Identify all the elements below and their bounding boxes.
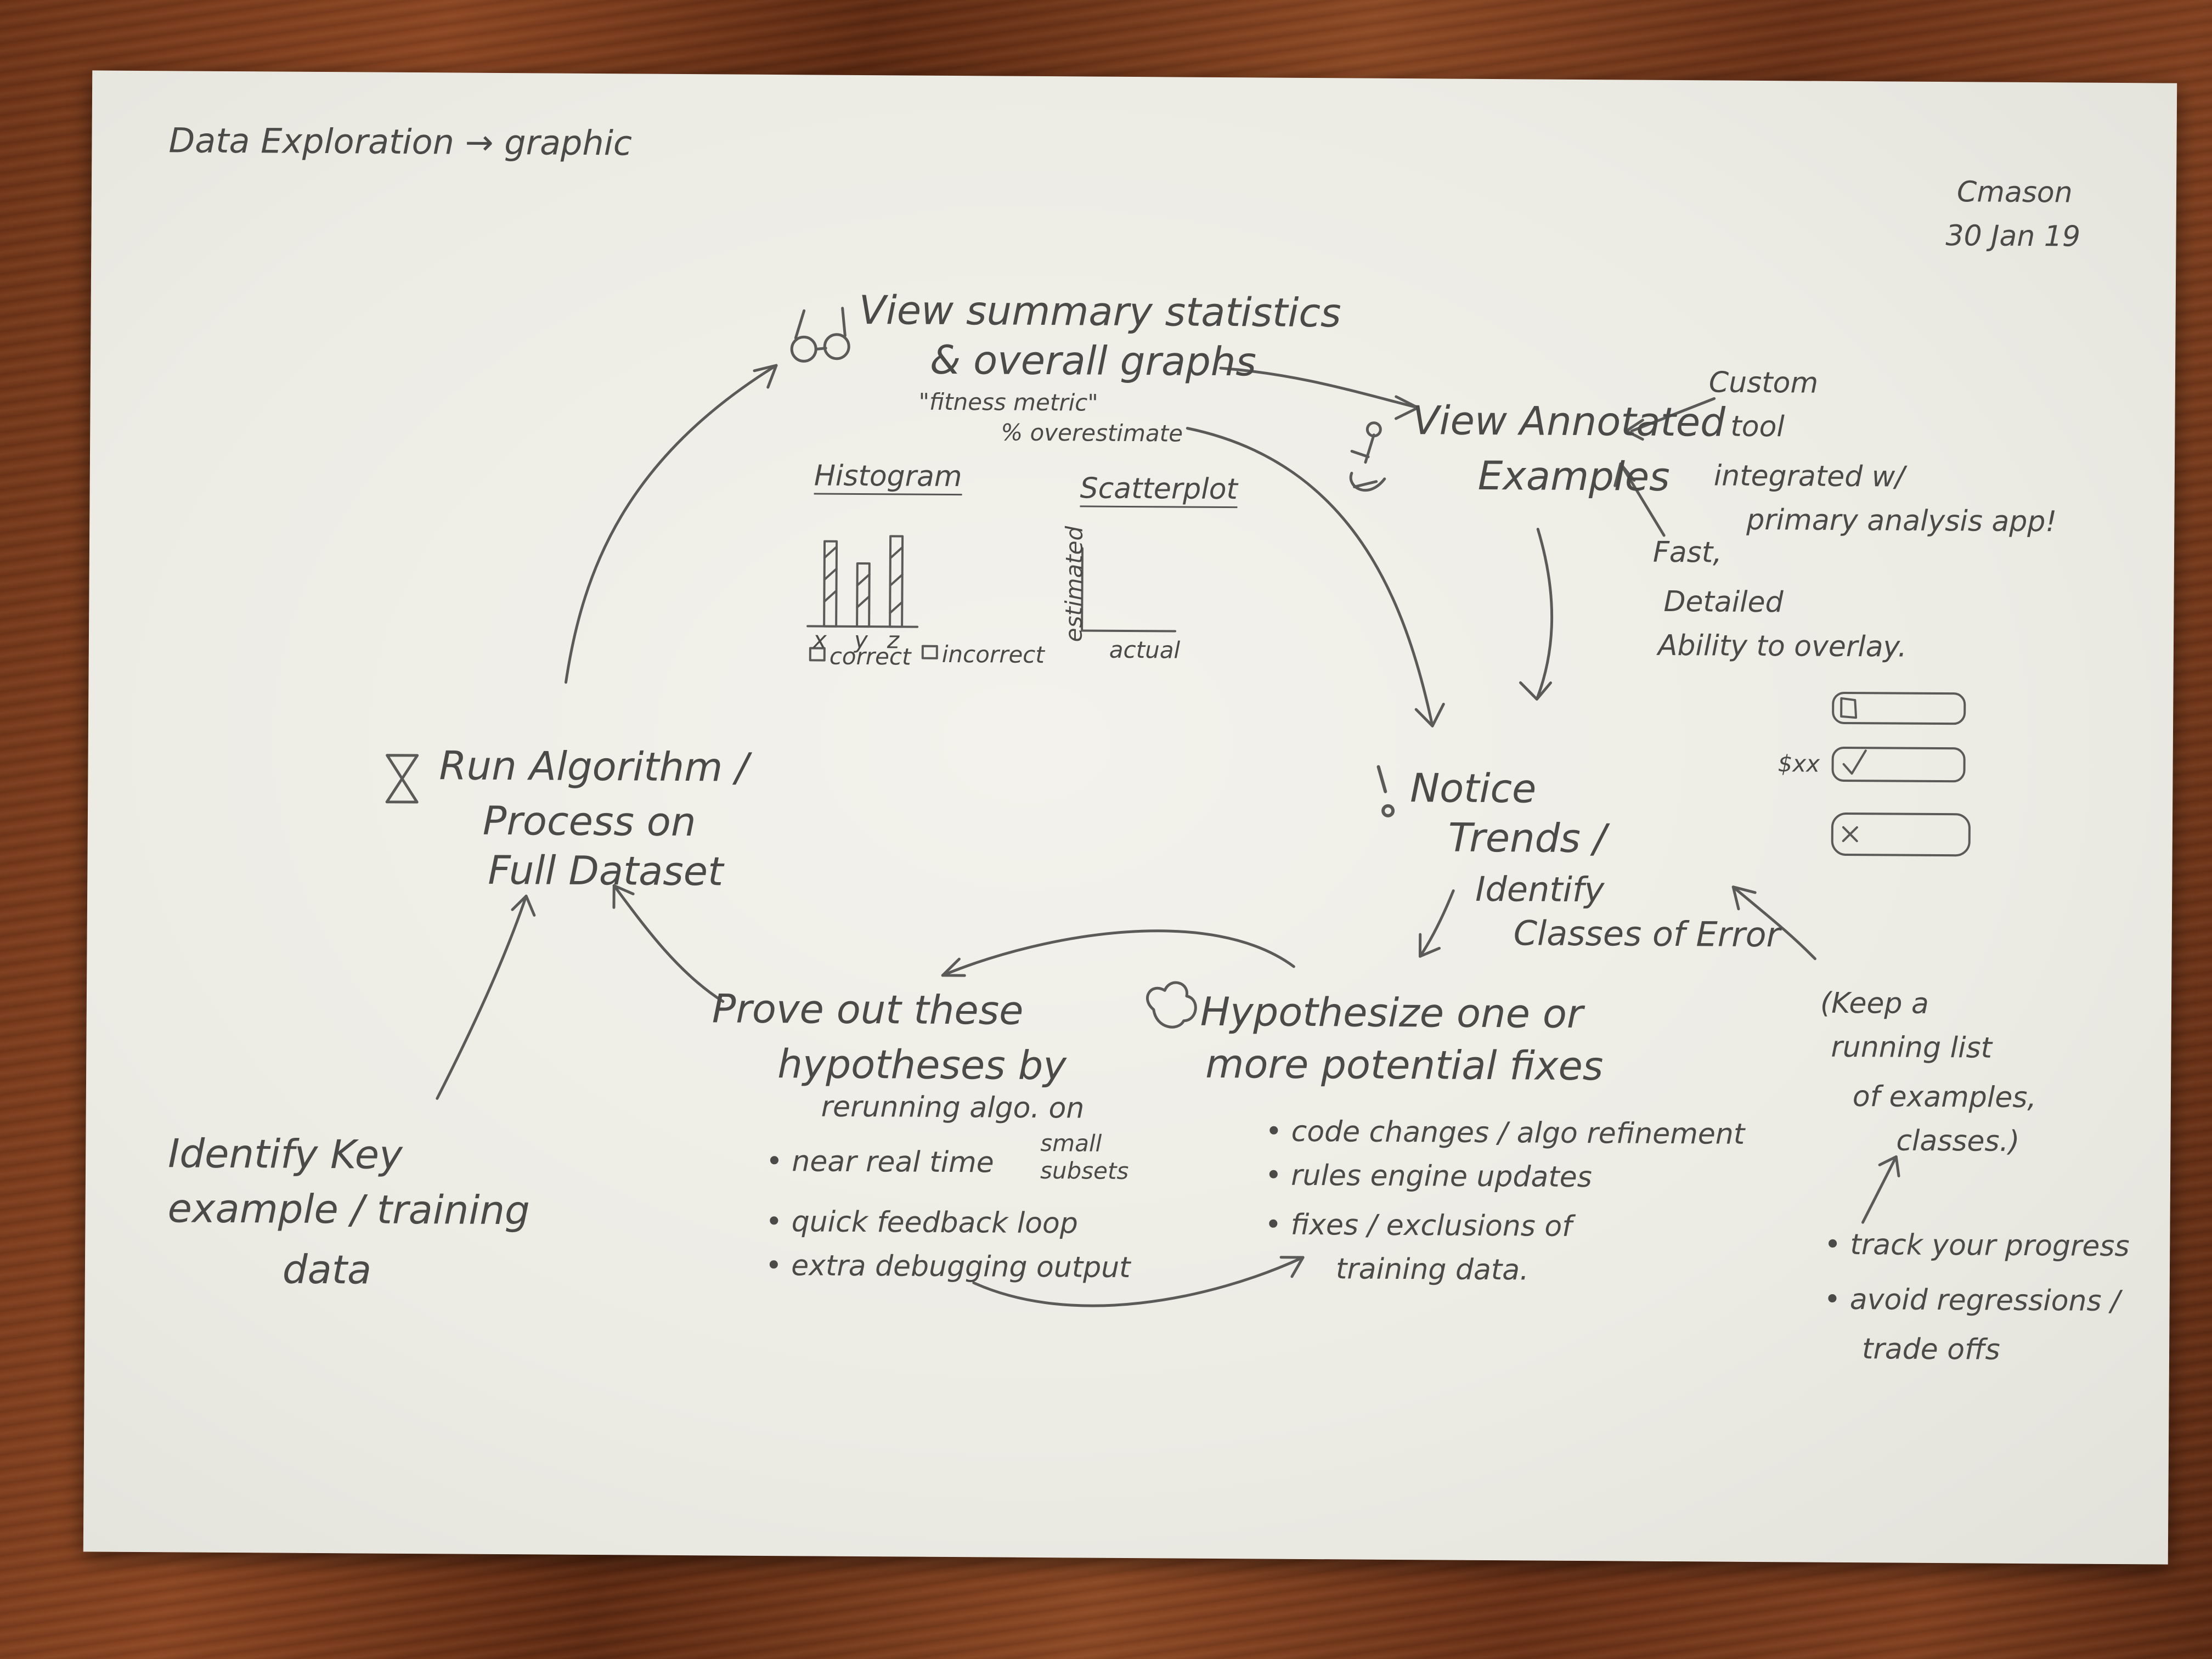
- paper-sheet: Data Exploration → graphic Cmason 30 Jan…: [83, 70, 2177, 1565]
- running-list-bullet1: • track your progress: [1824, 1228, 2130, 1263]
- running-list-line2: running list: [1831, 1030, 1993, 1065]
- scatter-xlabel: actual: [1109, 636, 1181, 664]
- hypothesize-bullet3b: training data.: [1335, 1252, 1529, 1287]
- prove-bullet2: • quick feedback loop: [765, 1205, 1079, 1240]
- summary-line4: % overestimate: [1001, 419, 1183, 447]
- prove-line3: rerunning algo. on: [821, 1090, 1085, 1125]
- brain-icon: [1146, 981, 1197, 1029]
- histogram-tick-x: x: [812, 626, 827, 653]
- custom-tool-line1: Custom: [1708, 366, 1819, 400]
- prove-line2: hypotheses by: [777, 1041, 1067, 1089]
- identify-line2: example / training: [167, 1185, 531, 1234]
- histogram-sketch: [806, 535, 938, 662]
- arrow-identify-to-run: [436, 894, 528, 1100]
- custom-tool-line4: primary analysis app!: [1746, 503, 2057, 539]
- fast-note-line1: Fast,: [1652, 535, 1722, 569]
- notice-line1: Notice: [1410, 765, 1537, 812]
- prove-bullet1: • near real time: [765, 1144, 994, 1180]
- summary-line2: & overall graphs: [929, 336, 1257, 385]
- binoculars-icon: [790, 307, 850, 363]
- summary-line3: "fitness metric": [918, 388, 1098, 416]
- arrow-running-list: [1731, 885, 1816, 961]
- notice-line4: Classes of Error: [1513, 913, 1781, 955]
- prove-line3c: subsets: [1040, 1157, 1129, 1184]
- custom-tool-line3: integrated w/: [1713, 459, 1905, 494]
- author-name: Cmason: [1956, 176, 2073, 210]
- legend-correct: correct: [829, 642, 911, 670]
- running-list-line3: of examples,: [1852, 1080, 2037, 1115]
- page-title: Data Exploration → graphic: [168, 120, 633, 163]
- date-label: 30 Jan 19: [1945, 219, 2081, 253]
- arrow-prove-to-run: [612, 884, 725, 1003]
- prove-line3b: small: [1040, 1130, 1102, 1157]
- running-list-bullet3: trade offs: [1861, 1333, 2000, 1367]
- hypothesize-bullet2: • rules engine updates: [1265, 1159, 1592, 1194]
- hypothesize-bullet3: • fixes / exclusions of: [1265, 1208, 1572, 1243]
- running-list-line1: (Keep a: [1820, 986, 1929, 1020]
- arrow-run-to-summary: [564, 364, 778, 684]
- exclamation-icon: [1376, 765, 1395, 817]
- scatterplot-sketch: [1081, 547, 1177, 633]
- running-list-bullet2: • avoid regressions /: [1824, 1283, 2120, 1318]
- prove-line1: Prove out these: [712, 985, 1024, 1034]
- run-line1: Run Algorithm /: [439, 742, 749, 791]
- annotated-line2: Examples: [1477, 452, 1670, 500]
- arrow-summary-to-notice: [1186, 427, 1434, 727]
- histogram-title: Histogram: [814, 459, 962, 496]
- cycle-arrows: [385, 307, 1971, 1307]
- run-line3: Full Dataset: [488, 847, 724, 895]
- arrow-annotated-to-notice: [1535, 528, 1554, 701]
- custom-tool-line2: tool: [1730, 410, 1785, 444]
- fast-note-line3: Ability to overlay.: [1657, 629, 1907, 664]
- microscope-icon: [1349, 421, 1386, 492]
- ui-widget-sketch: [1831, 691, 1971, 857]
- fast-note-line2: Detailed: [1663, 585, 1784, 619]
- scatterplot-title: Scatterplot: [1080, 471, 1238, 509]
- arrow-summary-to-annotated: [1219, 366, 1420, 409]
- arrow-custom-tool: [1630, 397, 1716, 433]
- identify-line1: Identify Key: [167, 1130, 403, 1178]
- hypothesize-line1: Hypothesize one or: [1200, 988, 1583, 1037]
- arrow-notice-to-hypothesize: [1418, 889, 1455, 958]
- scatter-ylabel: estimated: [1060, 526, 1088, 642]
- notice-line3: Identify: [1475, 868, 1605, 910]
- legend-incorrect: incorrect: [941, 640, 1045, 669]
- notice-line2: Trends /: [1448, 814, 1607, 862]
- hypothesize-line2: more potential fixes: [1205, 1040, 1604, 1090]
- arrow-hypothesize-to-prove: [941, 929, 1295, 977]
- prove-bullet3: • extra debugging output: [765, 1249, 1131, 1285]
- widget-price-label: $xx: [1778, 750, 1820, 777]
- running-list-line4: classes.): [1896, 1124, 2020, 1158]
- arrow-loop-bullets: [972, 1256, 1305, 1307]
- arrow-fast-note: [1619, 462, 1666, 537]
- identify-line3: data: [282, 1246, 372, 1293]
- hypothesize-bullet1: • code changes / algo refinement: [1265, 1115, 1745, 1151]
- annotated-line1: View Annotated: [1412, 397, 1726, 445]
- hourglass-icon: [385, 754, 419, 804]
- run-line2: Process on: [482, 797, 696, 845]
- summary-line1: View summary statistics: [859, 286, 1341, 336]
